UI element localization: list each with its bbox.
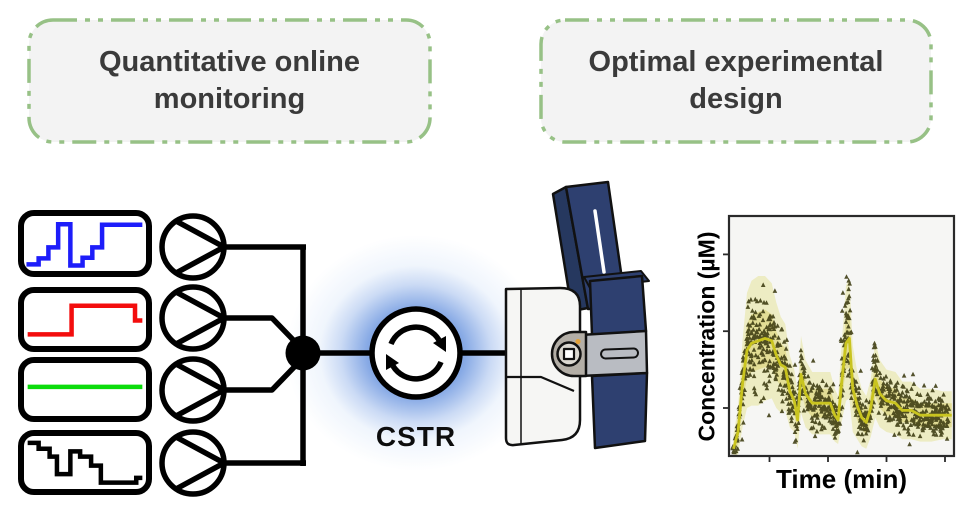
recycle-arrowhead-bottom — [386, 354, 399, 370]
plot-border — [727, 214, 956, 458]
recycle-arrowhead-top — [433, 336, 446, 352]
benchtop-nmr-illustration — [504, 180, 650, 450]
signal-trace-red — [24, 293, 146, 346]
nmr-body-front — [504, 286, 582, 447]
signal-card-green — [18, 357, 152, 422]
pump-icon-2 — [159, 284, 230, 352]
pump-icon-3 — [159, 356, 230, 424]
oed-line1: Optimal experimental — [588, 45, 884, 78]
oed-line2: design — [689, 83, 783, 115]
nmr-lower-panel — [590, 371, 649, 450]
pump3-outlet-line — [224, 357, 304, 393]
signal-trace-blue — [24, 216, 146, 271]
pump-icon-4 — [159, 429, 230, 497]
monitoring-pill: Quantitative online monitoring — [26, 17, 433, 145]
oed-pill-border — [539, 18, 933, 144]
signal-card-black — [18, 430, 152, 495]
signal-trace-black — [24, 436, 146, 489]
signal-trace-green — [24, 363, 146, 416]
recycle-arrow-top — [388, 324, 442, 346]
oed-pill: Optimal experimental design — [538, 17, 934, 145]
mixing-junction-dot — [285, 335, 321, 371]
cstr-label: CSTR — [375, 421, 457, 452]
nmr-upper-panel — [588, 274, 648, 337]
nmr-gray-band — [578, 329, 649, 378]
plot-x-axis-label: Time (min) — [776, 464, 907, 494]
monitoring-pill-border — [27, 18, 432, 144]
oed-pill-text: Optimal experimental design — [538, 17, 934, 145]
cstr-circle — [369, 306, 463, 400]
pump-icon-1 — [159, 213, 230, 281]
nmr-port-square — [562, 347, 576, 361]
monitoring-line2: monitoring — [153, 83, 306, 115]
nmr-orange-indicator — [575, 338, 581, 345]
pump2-outlet-line — [224, 315, 304, 351]
monitoring-line1: Quantitative online — [98, 45, 361, 78]
signal-card-blue — [18, 210, 152, 277]
nmr-body-seam2 — [506, 375, 575, 393]
plot-data-layers — [730, 274, 952, 455]
monitoring-pill-text: Quantitative online monitoring — [26, 17, 433, 145]
signal-card-red — [18, 287, 152, 352]
nmr-slot — [600, 347, 640, 360]
pumps — [159, 213, 230, 497]
concentration-plot — [723, 214, 956, 462]
plot-y-axis-label: Concentration (µM) — [693, 231, 720, 442]
cstr-symbol — [369, 306, 463, 400]
recycle-arrow-bottom — [390, 360, 444, 382]
nmr-tower-slit — [593, 209, 606, 274]
